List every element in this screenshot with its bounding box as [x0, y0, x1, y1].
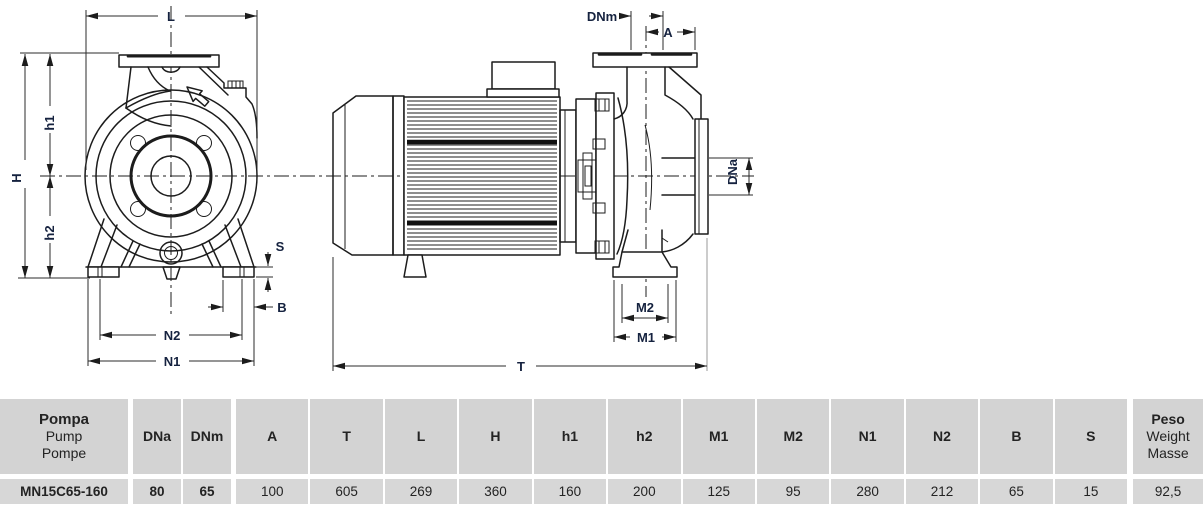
header-pompe: Pompe	[41, 445, 87, 461]
column-l: L 269	[384, 399, 458, 504]
value-cell-s: 15	[1054, 479, 1128, 504]
dim-label-h2: h2	[42, 225, 57, 240]
dim-label-L: L	[167, 9, 175, 24]
value-cell-h1: 160	[533, 479, 607, 504]
column-b: B 65	[980, 399, 1053, 504]
column-n2: N2 212	[905, 399, 979, 504]
column-h1: h1 160	[533, 399, 607, 504]
value-cell-n1: 280	[831, 479, 904, 504]
rotation-direction-arrow-icon	[186, 86, 210, 107]
pump-spec-table: Pompa Pump Pompe MN15C65-160 DNa 80 DNm …	[0, 399, 1203, 504]
column-a: A 100	[236, 399, 309, 504]
column-h2: h2 200	[608, 399, 681, 504]
header-cell-h2: h2	[608, 399, 681, 474]
terminal-box	[491, 61, 556, 90]
value-cell-dna: 80	[133, 479, 181, 504]
pump-front-view	[84, 54, 258, 280]
column-dnm: DNm 65	[183, 399, 231, 504]
column-weight: Peso Weight Masse 92,5	[1133, 399, 1203, 504]
dim-label-B: B	[277, 300, 286, 315]
header-cell-dnm: DNm	[183, 399, 231, 474]
pump-model-cell: MN15C65-160	[0, 479, 128, 504]
front-view-dimensions: L H h1 h2 S	[9, 9, 287, 369]
header-pump: Pump	[45, 428, 83, 444]
column-t: T 605	[310, 399, 383, 504]
column-h: H 360	[459, 399, 532, 504]
value-cell-n2: 212	[905, 479, 979, 504]
column-s: S 15	[1054, 399, 1128, 504]
header-pompa: Pompa	[38, 411, 89, 428]
column-pump: Pompa Pump Pompe MN15C65-160	[0, 399, 128, 504]
dim-label-S: S	[276, 239, 285, 254]
value-cell-a: 100	[236, 479, 309, 504]
value-cell-m2: 95	[756, 479, 830, 504]
column-n1: N1 280	[831, 399, 904, 504]
header-cell-dna: DNa	[133, 399, 181, 474]
pump-side-view	[332, 52, 709, 278]
side-view-dimensions: DNm A DNa M2 M1	[332, 9, 753, 374]
dim-label-A: A	[663, 25, 673, 40]
column-dna: DNa 80	[133, 399, 181, 504]
dim-label-DNm: DNm	[587, 9, 617, 24]
value-cell-dnm: 65	[183, 479, 231, 504]
header-masse: Masse	[1147, 445, 1189, 461]
dim-label-T: T	[517, 359, 525, 374]
value-cell-h: 360	[459, 479, 532, 504]
dim-label-N1: N1	[164, 354, 181, 369]
header-cell-m1: M1	[682, 399, 755, 474]
weight-value-cell: 92,5	[1133, 479, 1203, 504]
header-peso: Peso	[1151, 411, 1185, 427]
value-cell-t: 605	[310, 479, 383, 504]
dim-label-M2: M2	[636, 300, 654, 315]
value-cell-l: 269	[384, 479, 458, 504]
header-cell-n2: N2	[905, 399, 979, 474]
column-m1: M1 125	[682, 399, 755, 504]
header-weight: Weight	[1146, 428, 1190, 444]
dim-label-DNa: DNa	[725, 158, 740, 185]
dim-label-N2: N2	[164, 328, 181, 343]
header-cell-h1: h1	[533, 399, 607, 474]
header-cell-m2: M2	[756, 399, 830, 474]
value-cell-m1: 125	[682, 479, 755, 504]
header-cell-s: S	[1054, 399, 1128, 474]
header-cell-h: H	[459, 399, 532, 474]
header-cell-b: B	[980, 399, 1053, 474]
header-cell-l: L	[384, 399, 458, 474]
header-cell-a: A	[236, 399, 309, 474]
value-cell-h2: 200	[608, 479, 681, 504]
header-cell-t: T	[310, 399, 383, 474]
pump-dimensional-drawing: L H h1 h2 S	[9, 6, 754, 374]
pump-column-header: Pompa Pump Pompe	[0, 399, 128, 474]
value-cell-b: 65	[980, 479, 1053, 504]
dim-label-H: H	[9, 173, 24, 182]
header-cell-n1: N1	[831, 399, 904, 474]
dim-label-h1: h1	[42, 115, 57, 130]
weight-column-header: Peso Weight Masse	[1133, 399, 1203, 474]
dim-label-M1: M1	[637, 330, 655, 345]
column-m2: M2 95	[756, 399, 830, 504]
